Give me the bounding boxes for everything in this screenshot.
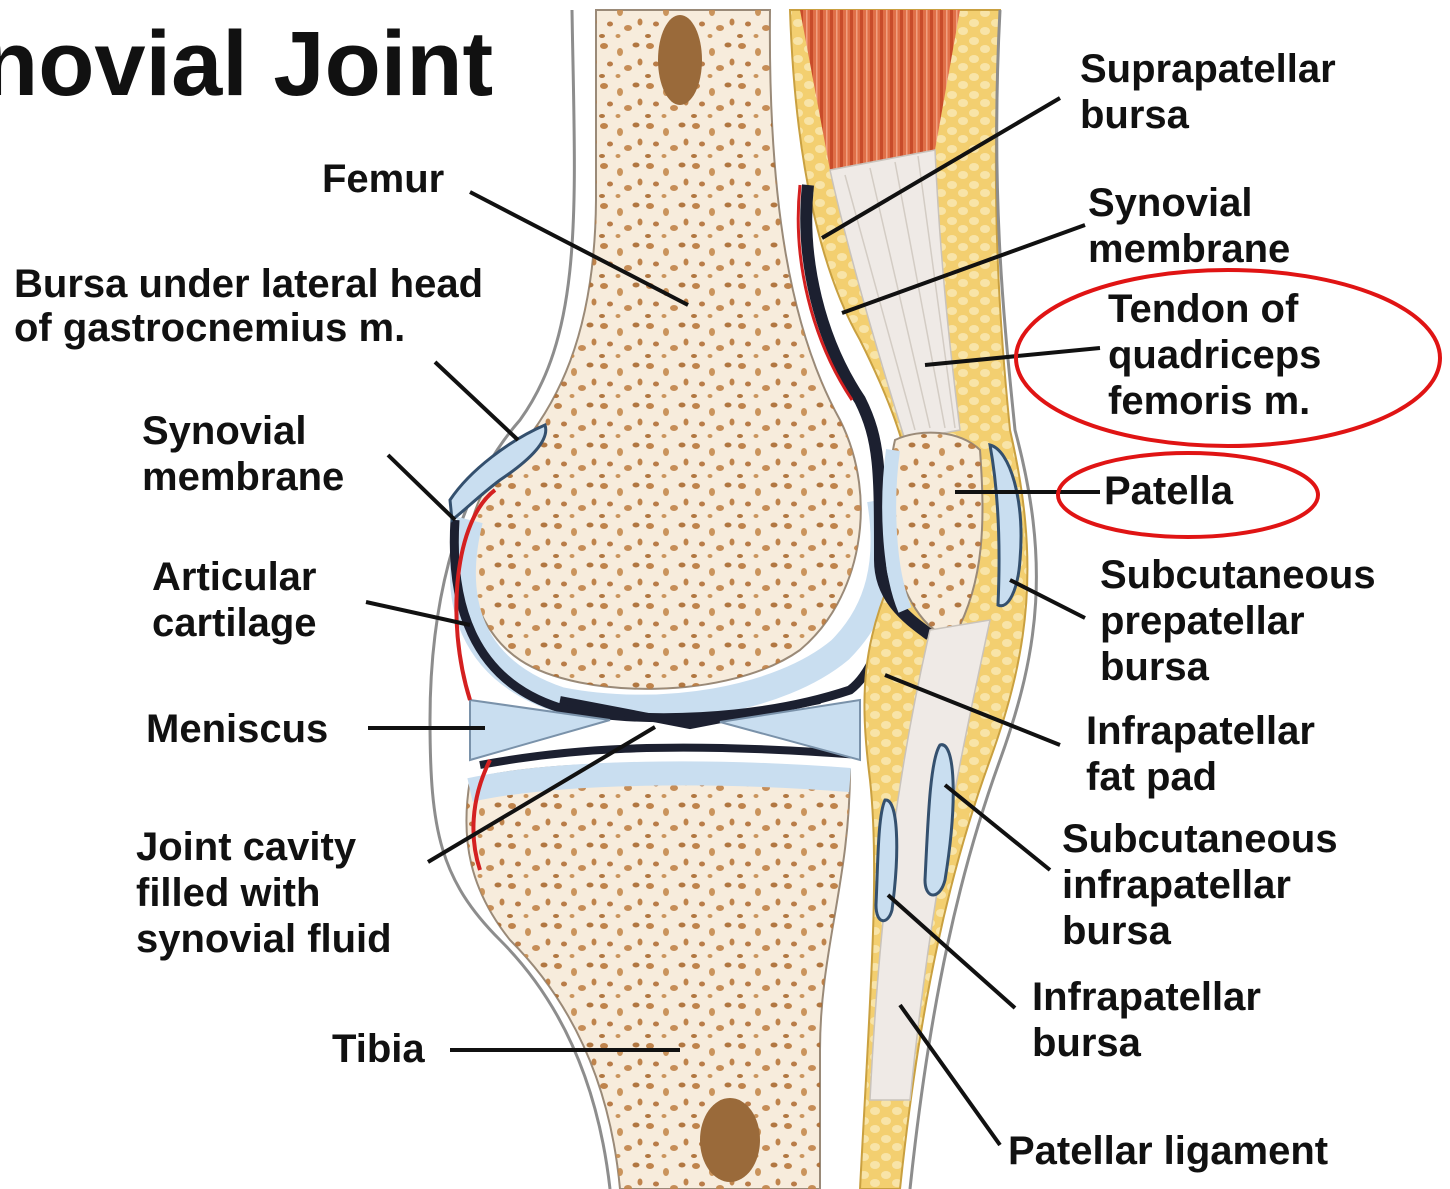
tibia-trabecular-pattern — [466, 763, 850, 1189]
label-suprapatellar-bursa: Suprapatellar bursa — [1080, 46, 1336, 138]
label-joint-cavity: Joint cavity filled with synovial fluid — [136, 824, 392, 962]
label-meniscus: Meniscus — [146, 706, 328, 752]
label-bursa-gastrocnemius: Bursa under lateral head of gastrocnemiu… — [14, 262, 483, 350]
label-patella: Patella — [1104, 468, 1233, 514]
label-articular-cartilage: Articular cartilage — [152, 554, 317, 646]
page-title: novial Joint — [0, 18, 493, 110]
label-tibia: Tibia — [332, 1026, 425, 1072]
label-subcutaneous-prepatellar-bursa: Subcutaneous prepatellar bursa — [1100, 552, 1376, 690]
leader-bursa-gastrocnemius — [435, 362, 518, 440]
label-subcutaneous-infrapatellar-bursa: Subcutaneous infrapatellar bursa — [1062, 816, 1338, 954]
label-infrapatellar-bursa: Infrapatellar bursa — [1032, 974, 1261, 1066]
label-synovial-membrane-right: Synovial membrane — [1088, 180, 1290, 272]
femur-marrow — [658, 15, 702, 105]
tibia-marrow — [700, 1098, 760, 1182]
label-synovial-membrane-left: Synovial membrane — [142, 408, 344, 500]
label-patellar-ligament: Patellar ligament — [1008, 1128, 1328, 1174]
label-tendon-quadriceps: Tendon of quadriceps femoris m. — [1108, 286, 1321, 424]
leader-synovial-membrane-left — [388, 455, 455, 520]
label-femur: Femur — [322, 156, 444, 202]
label-infrapatellar-fat-pad: Infrapatellar fat pad — [1086, 708, 1315, 800]
